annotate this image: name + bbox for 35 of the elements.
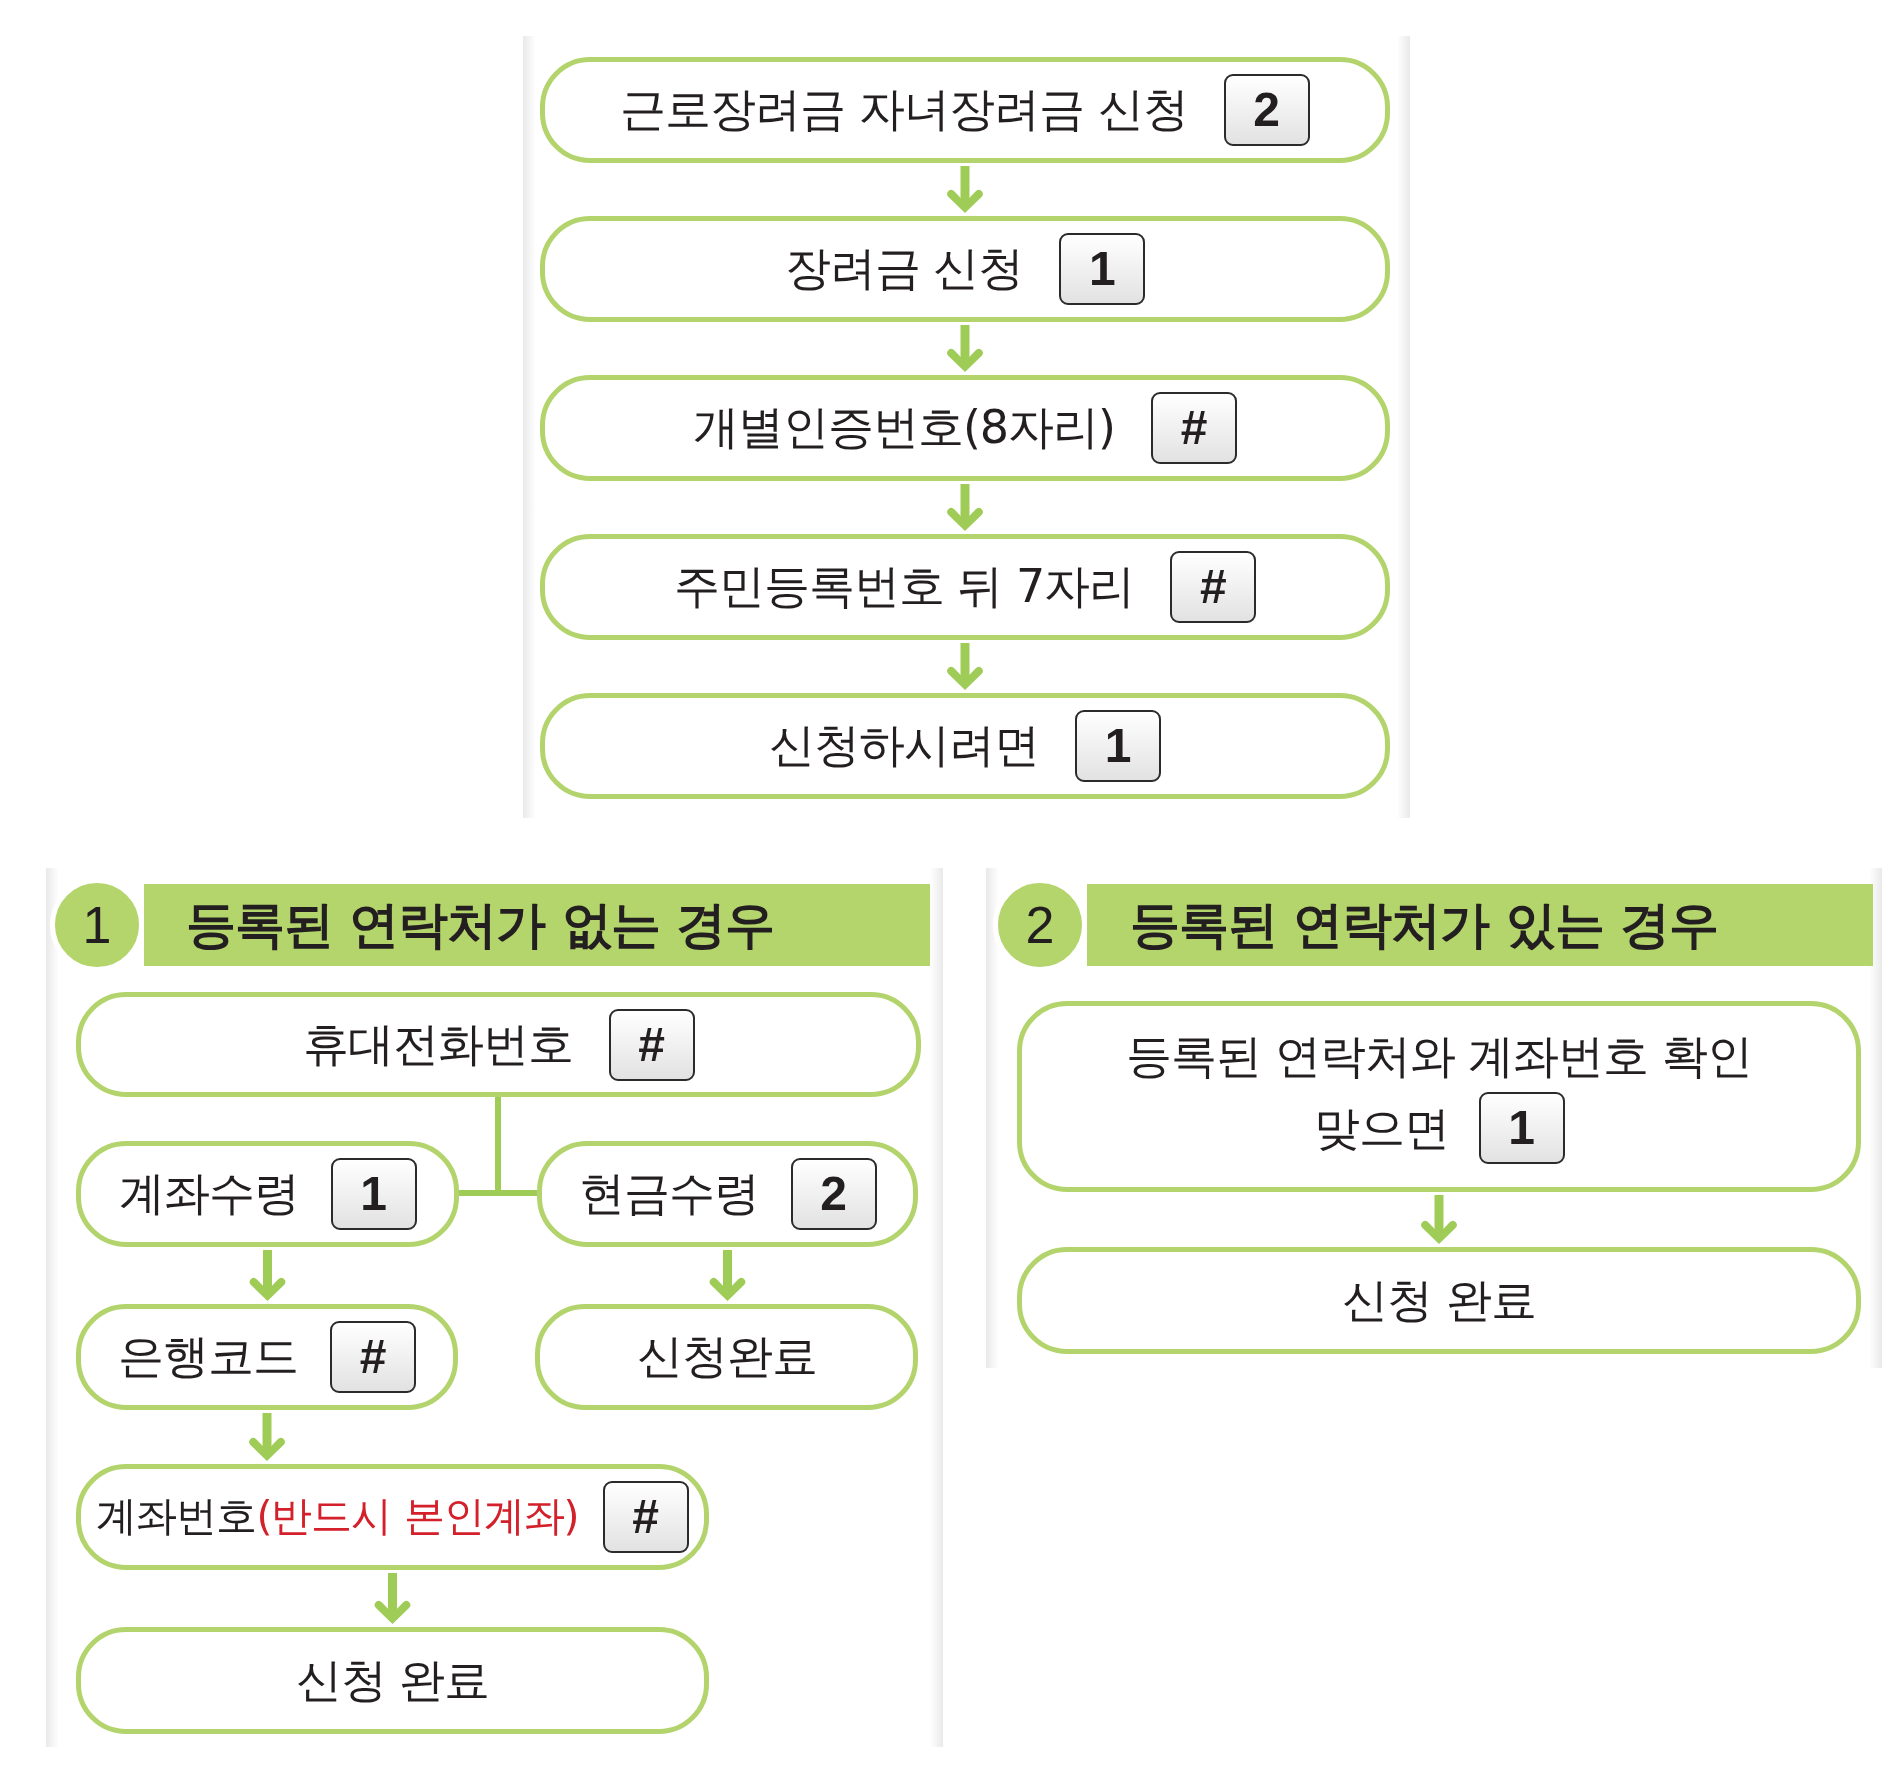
keypad-key: 1: [1075, 710, 1161, 782]
keypad-key: 1: [1059, 233, 1146, 305]
section-number: 2: [1025, 899, 1055, 951]
keypad-key: 2: [1223, 74, 1310, 146]
step-label: 신청하시려면: [769, 718, 1039, 774]
section-heading: 등록된 연락처가 없는 경우: [186, 894, 775, 956]
keypad-key: 1: [330, 1158, 417, 1230]
step-label: 맞으면: [1313, 1100, 1449, 1156]
step-label: 신청 완료: [1342, 1272, 1536, 1329]
step-label: 은행코드: [118, 1329, 298, 1385]
step-label: 등록된 연락처와 계좌번호 확인: [1126, 1028, 1752, 1085]
keypad-key: #: [330, 1321, 416, 1393]
step-label: 근로장려금 자녀장려금 신청: [620, 82, 1188, 138]
step-label: 계좌번호: [96, 1492, 257, 1542]
keypad-key: #: [1170, 551, 1257, 623]
step-label: 개별인증번호(8자리): [692, 400, 1116, 456]
heading-band: [144, 884, 930, 966]
keypad-key: #: [608, 1008, 695, 1081]
step-label: 장려금 신청: [784, 241, 1024, 297]
step-box: [1017, 1001, 1861, 1192]
keypad-key: 2: [790, 1158, 877, 1230]
heading-band: [1087, 884, 1873, 966]
note-text: (반드시 본인계좌): [256, 1492, 579, 1542]
keypad-key: #: [602, 1481, 689, 1553]
section-heading: 등록된 연락처가 있는 경우: [1130, 894, 1719, 956]
step-label: 신청 완료: [295, 1652, 490, 1709]
step-label: 주민등록번호 뒤 7자리: [673, 559, 1135, 615]
step-label: 신청완료: [636, 1329, 817, 1385]
connector-line: [495, 1097, 537, 1196]
step-label: 현금수령: [578, 1166, 759, 1222]
step-label: 휴대전화번호: [302, 1016, 573, 1073]
section-number: 1: [82, 899, 112, 951]
keypad-key: #: [1151, 392, 1238, 464]
step-label: 계좌수령: [118, 1166, 299, 1222]
keypad-key: 1: [1478, 1092, 1565, 1165]
